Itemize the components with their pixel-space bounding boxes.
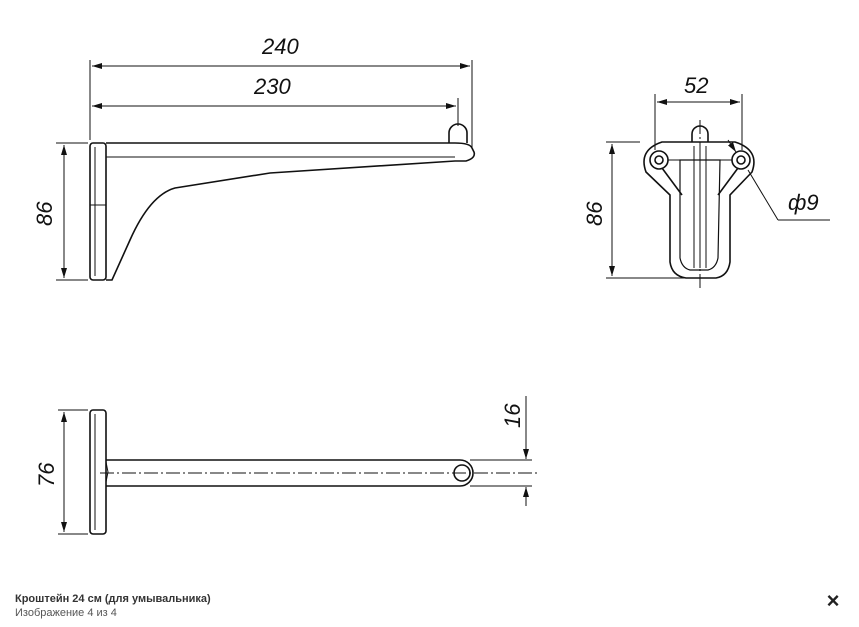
dim-16: 16 (500, 403, 525, 428)
dim-86-front: 86 (582, 201, 607, 226)
front-dimensions (606, 94, 830, 290)
dim-76: 76 (34, 462, 59, 487)
drawing-svg: 240 230 86 52 86 ф9 (32, 34, 830, 535)
caption-title: Кроштейн 24 см (для умывальника) (15, 593, 211, 605)
image-caption: Кроштейн 24 см (для умывальника) Изображ… (15, 592, 211, 620)
close-icon[interactable]: × (826, 588, 840, 613)
dim-86-side: 86 (32, 201, 57, 226)
side-view (89, 123, 476, 281)
technical-drawing: 240 230 86 52 86 ф9 (32, 34, 830, 535)
dim-hole-diameter: ф9 (788, 190, 819, 215)
dim-230: 230 (253, 74, 291, 99)
front-view (643, 125, 755, 279)
dim-240: 240 (261, 34, 299, 59)
image-counter: Изображение 4 из 4 (15, 607, 117, 619)
dim-52: 52 (684, 73, 708, 98)
side-dimensions (56, 60, 473, 281)
top-view (89, 409, 540, 535)
top-dimensions (58, 396, 532, 535)
